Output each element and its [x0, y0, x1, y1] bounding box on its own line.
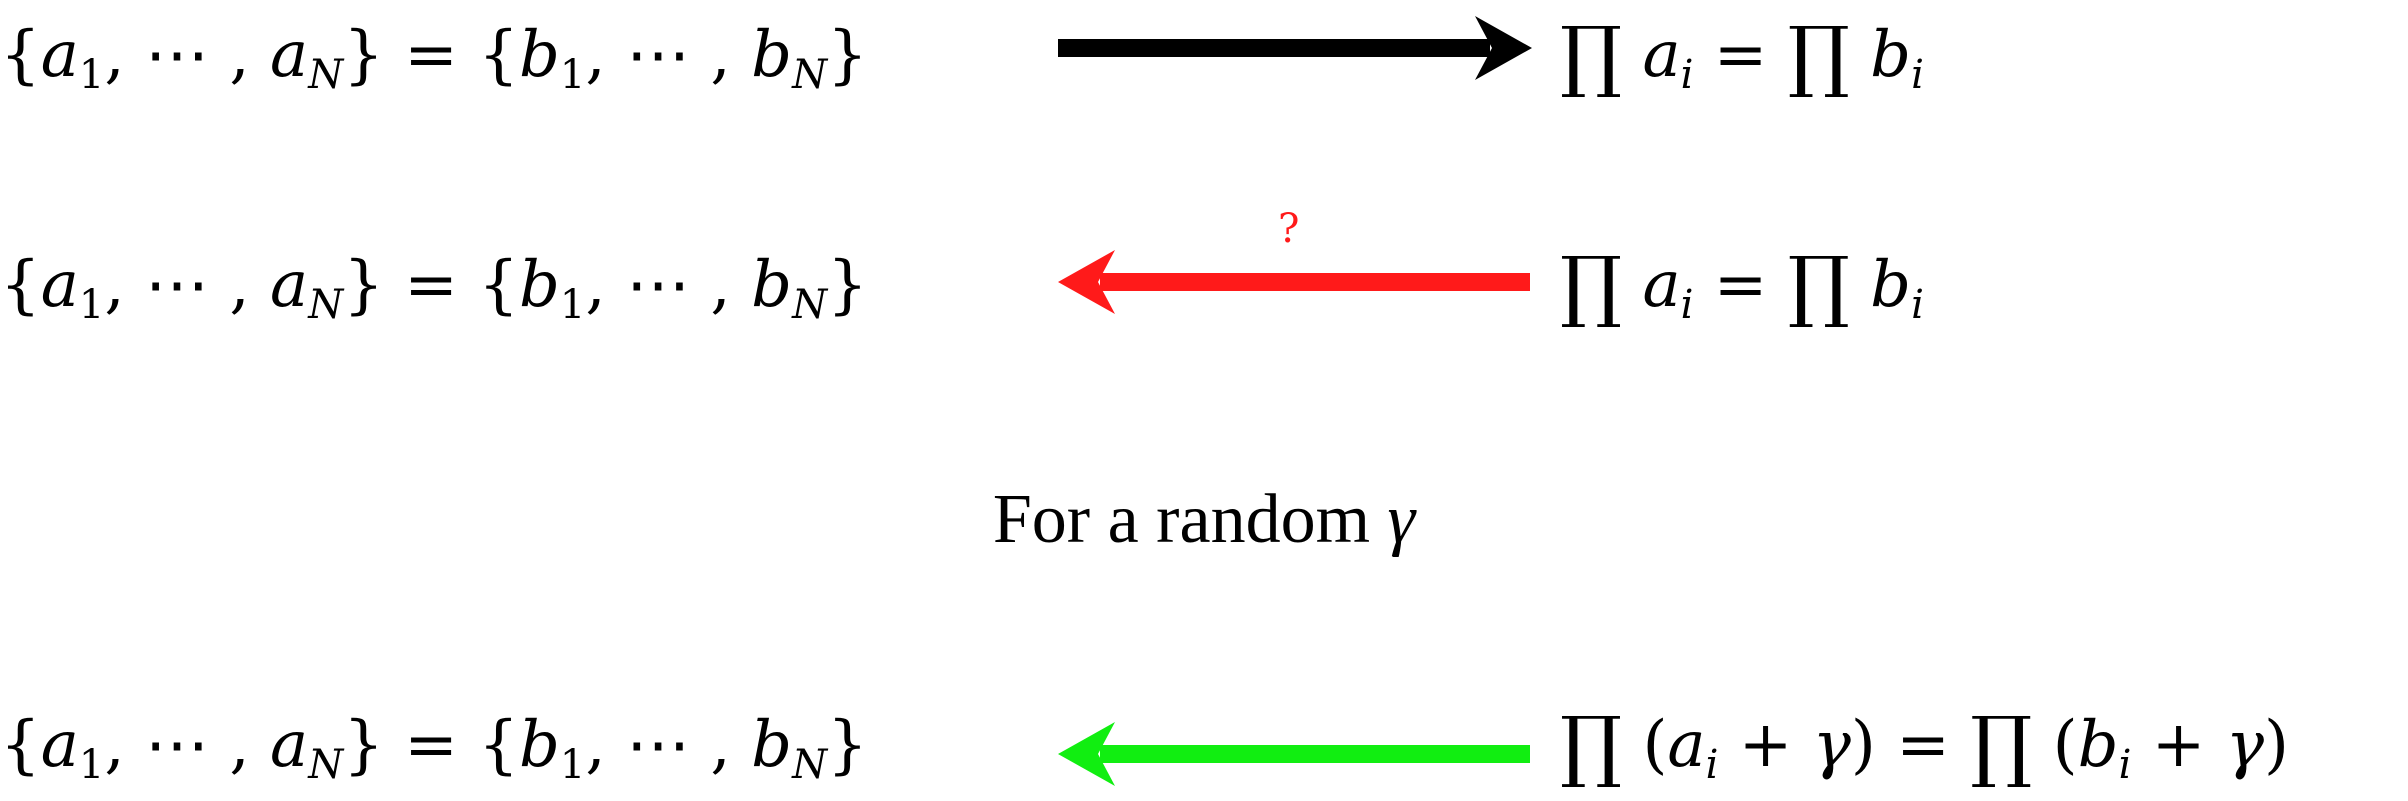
- set-equality-lhs: {a1, ⋯ , aN} = {b1, ⋯ , bN}: [0, 708, 868, 788]
- set-equality-lhs: {a1, ⋯ , aN} = {b1, ⋯ , bN}: [0, 18, 868, 98]
- question-mark-label: ?: [1278, 206, 1300, 252]
- forward-arrow: [1050, 0, 1540, 110]
- questionable-reverse-arrow: [1050, 230, 1540, 340]
- shifted-product-equality-rhs: ∏ (ai + γ) = ∏ (bi + γ): [1560, 701, 2289, 791]
- caption-text: For a random: [992, 481, 1371, 558]
- set-equality-lhs: {a1, ⋯ , aN} = {b1, ⋯ , bN}: [0, 248, 868, 328]
- random-gamma-caption: For a random γ: [0, 470, 2408, 570]
- product-equality-rhs: ∏ ai = ∏ bi: [1560, 11, 1924, 101]
- implication-row-2: {a1, ⋯ , aN} = {b1, ⋯ , bN} ∏ ai = ∏ bi: [0, 230, 2408, 340]
- implication-row-3: {a1, ⋯ , aN} = {b1, ⋯ , bN} ∏ (ai + γ) =…: [0, 690, 2408, 800]
- implication-row-1: {a1, ⋯ , aN} = {b1, ⋯ , bN} ∏ ai = ∏ bi: [0, 0, 2408, 110]
- product-equality-rhs: ∏ ai = ∏ bi: [1560, 241, 1924, 331]
- gamma-symbol: γ: [1387, 481, 1416, 558]
- valid-reverse-arrow: [1050, 690, 1540, 800]
